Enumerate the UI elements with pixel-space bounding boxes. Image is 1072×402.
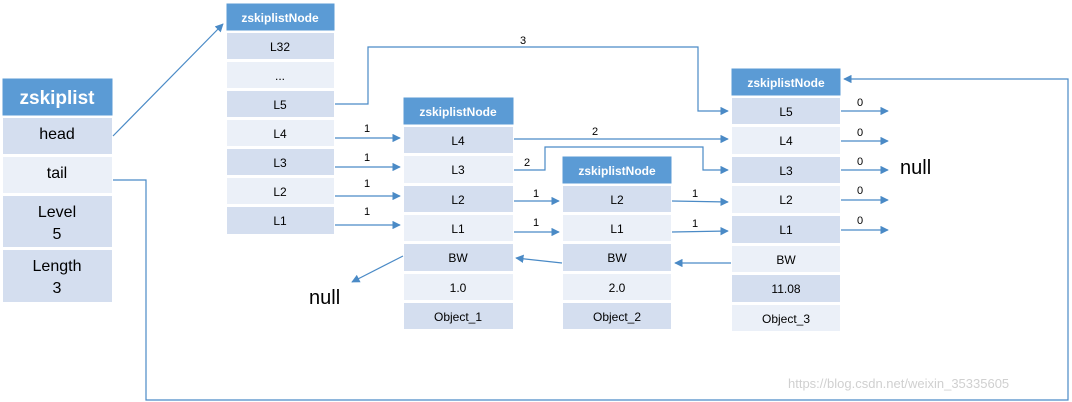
node-1-score: [402, 272, 515, 302]
span-label: 1: [533, 188, 539, 200]
node-3-level-label: L5: [779, 105, 793, 119]
node-1-level-label: L2: [451, 193, 465, 207]
pointers: [112, 23, 1069, 401]
node-2-level-label: L2: [610, 193, 624, 207]
node-3-level-label: L1: [779, 223, 793, 237]
zskiplist-header: [1, 77, 114, 117]
node-1-title-bar: [402, 96, 515, 126]
span-label: 3: [520, 35, 526, 47]
node-3-level-L5: [730, 96, 842, 126]
span-labels: 3 1 1 1 1 2 2 1 1 1 1 0 0 0 0 0: [364, 35, 863, 230]
node-1: zskiplistNode L4 L3 L2 L1 BW 1.0 Object_…: [402, 96, 515, 331]
node-2-L2-forward-arrow: [671, 197, 729, 207]
node-3-backward-label: BW: [776, 253, 796, 267]
node-1-level-label: L3: [451, 163, 465, 177]
node-1-L3-forward-arrow: [514, 146, 729, 175]
head-pointer-arrow: [112, 23, 224, 137]
header-level-label: ...: [275, 69, 285, 83]
node-1-level-label: L4: [451, 134, 465, 148]
header-level-label: L1: [273, 214, 287, 228]
node-2-L1-forward-arrow: [671, 226, 729, 236]
header-level-L2: [225, 176, 336, 206]
node-1-object-value: Object_1: [434, 310, 482, 324]
span-label: 1: [364, 152, 370, 164]
node-1-backward-arrow: [351, 255, 404, 283]
span-label: 1: [364, 206, 370, 218]
span-label: 0: [857, 127, 863, 139]
header-L5-forward-arrow: [335, 46, 729, 116]
header-level-label: L32: [270, 40, 290, 54]
node-2-object-value: Object_2: [593, 310, 641, 324]
node-1-level-L2: [402, 184, 515, 214]
node-2-backward-arrow: [515, 254, 563, 264]
header-node-title-bar: [225, 2, 336, 32]
node-3-title-bar: [730, 67, 842, 97]
header-level-label: L5: [273, 98, 287, 112]
header-level-L3: [225, 147, 336, 177]
zskiplist-level-field: [1, 194, 114, 249]
header-level-label: L4: [273, 127, 287, 141]
zskiplist-length-field: [1, 248, 114, 304]
node-3-level-label: L2: [779, 193, 793, 207]
zskiplist-length-label: Length: [33, 258, 82, 275]
node-3-title: zskiplistNode: [747, 76, 825, 90]
watermark: https://blog.csdn.net/weixin_35335605: [788, 376, 1009, 391]
tail-pointer-arrow: [113, 74, 1069, 401]
span-label: 2: [592, 126, 598, 138]
node-2-backward-label: BW: [607, 251, 627, 265]
header-node: zskiplistNode L32 ... L5 L4 L3 L2 L1: [225, 2, 336, 236]
zskiplist-title: zskiplist: [20, 88, 96, 109]
forward-null-label: null: [900, 157, 931, 179]
node-1-score-value: 1.0: [450, 281, 467, 295]
header-level-L1: [225, 205, 336, 236]
node-1-backward: [402, 242, 515, 273]
node-2-level-L1: [561, 213, 673, 243]
node-2-title-bar: [561, 155, 673, 185]
zskiplist-level-value: 5: [53, 226, 62, 243]
span-label: 0: [857, 156, 863, 168]
node-2-object: [561, 301, 673, 331]
node-3-level-L3: [730, 155, 842, 185]
node-3-level-label: L3: [779, 164, 793, 178]
node-1-backward-label: BW: [448, 251, 468, 265]
span-label: 0: [857, 185, 863, 197]
span-label: 1: [533, 217, 539, 229]
node-1-title: zskiplistNode: [419, 105, 497, 119]
node-2-level-L2: [561, 184, 673, 214]
node-3-level-label: L4: [779, 134, 793, 148]
header-level-ellipsis: [225, 60, 336, 90]
header-node-title: zskiplistNode: [241, 11, 319, 25]
node-2: zskiplistNode L2 L1 BW 2.0 Object_2: [561, 155, 673, 331]
node-3-score-value: 11.08: [771, 282, 800, 296]
zskiplist-tail-label: tail: [47, 165, 67, 182]
node-1-level-L3: [402, 154, 515, 185]
span-label: 0: [857, 215, 863, 227]
span-label: 1: [364, 178, 370, 190]
header-level-label: L2: [273, 185, 287, 199]
span-label: 1: [692, 188, 698, 200]
span-label: 0: [857, 97, 863, 109]
zskiplist-length-value: 3: [53, 280, 62, 297]
zskiplist-level-label: Level: [38, 204, 76, 221]
span-label: 1: [692, 218, 698, 230]
header-level-label: L3: [273, 156, 287, 170]
backward-null-label: null: [309, 287, 340, 309]
header-level-L4: [225, 118, 336, 148]
span-label: 2: [524, 157, 530, 169]
node-3: zskiplistNode L5 L4 L3 L2 L1 BW 11.08 Ob…: [730, 67, 842, 333]
node-3-object-value: Object_3: [762, 312, 810, 326]
node-1-level-label: L1: [451, 222, 465, 236]
zskiplist-head-label: head: [39, 126, 75, 143]
span-label: 1: [364, 123, 370, 135]
node-1-object: [402, 301, 515, 331]
node-2-score-value: 2.0: [609, 281, 626, 295]
node-2-title: zskiplistNode: [578, 164, 656, 178]
node-3-object: [730, 303, 842, 333]
zskiplist-struct: zskiplist head tail Level 5 Length 3: [1, 77, 114, 304]
node-2-level-label: L1: [610, 222, 624, 236]
